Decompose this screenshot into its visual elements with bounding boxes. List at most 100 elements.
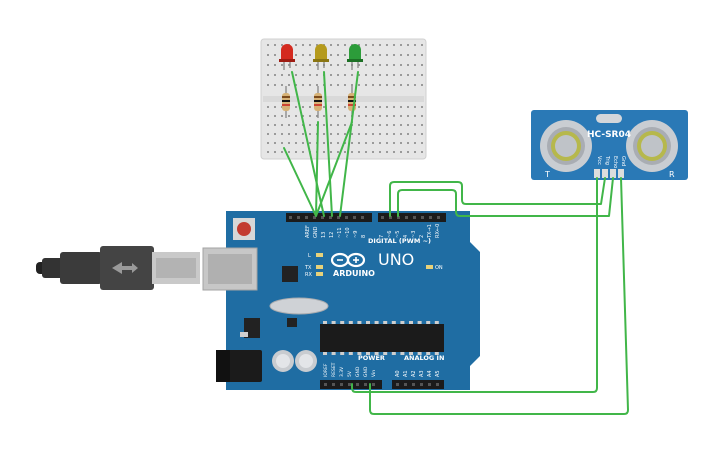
hole [357,352,362,355]
hole [400,54,402,56]
usb-chip [282,266,298,282]
hole [344,115,346,117]
hole [309,54,311,56]
hole [281,124,283,126]
hole [386,124,388,126]
hole [379,64,381,66]
hole [309,74,311,76]
arduino-uno-board[interactable]: AREF GND 13 12 ~11 ~10 ~9 8 7 ~6 ~5 4 ~3… [202,211,480,390]
pin-label-3v3: 3.3V [339,366,345,377]
hole [393,124,395,126]
hole [421,64,423,66]
hole [288,84,290,86]
pin-label-gnd-2: GND [363,366,369,377]
hole [274,133,276,135]
hc-sr04-sensor[interactable]: HC-SR04 T R Vcc Trig Echo Gnd [531,110,688,180]
hole [337,64,339,66]
hole [295,64,297,66]
led-red[interactable] [279,44,295,70]
reset-button[interactable] [233,218,255,240]
hole [323,115,325,117]
hole [281,74,283,76]
hole [365,106,367,108]
hole [421,84,423,86]
wire-vcc-5v[interactable] [351,177,598,393]
hole [420,383,423,386]
led-label-rx: RX [305,272,312,278]
hole [407,151,409,153]
wire-echo[interactable] [397,177,614,217]
header-right [378,213,446,222]
hole [365,54,367,56]
wire-gnd-to-resistors[interactable] [283,121,353,217]
atmega-chip [320,324,444,352]
hole [379,54,381,56]
pin-label-5v: 5V [347,370,353,377]
hole [407,64,409,66]
usb-cable[interactable] [36,246,200,290]
wire-pin12-to-led-yellow[interactable] [323,71,333,217]
hole [330,64,332,66]
wire-pin13-to-led-red[interactable] [291,71,325,217]
hole [309,124,311,126]
hole [386,142,388,144]
hole [372,151,374,153]
hole [289,216,292,219]
sensor-pin-vcc: Vcc [596,156,602,165]
hole [372,133,374,135]
hole [428,383,431,386]
wire-pin11-to-led-green[interactable] [339,71,359,217]
hole [400,321,405,324]
hole [391,321,396,324]
hole [323,142,325,144]
resistor-1[interactable] [282,86,290,118]
led-green[interactable] [347,44,363,70]
hole [330,84,332,86]
hole [393,44,395,46]
hole [337,115,339,117]
hole [400,352,405,355]
pin-label-vin: Vin [371,370,377,377]
hole [337,124,339,126]
hole [281,115,283,117]
hole [407,106,409,108]
pin-label-12: 12 [329,232,335,238]
hole [313,216,316,219]
hole [324,383,327,386]
hole [267,142,269,144]
hole [400,124,402,126]
hole [372,84,374,86]
hole [323,151,325,153]
hole [295,142,297,144]
analog-header-title: ANALOG IN [404,354,444,362]
hole [337,106,339,108]
hole [386,74,388,76]
pin-label-reset: RESET [331,362,337,377]
hole [372,106,374,108]
pin-label-9: ~9 [353,231,359,238]
hole [305,216,308,219]
wire-gnd-sensor[interactable] [369,177,629,415]
hole [330,106,332,108]
hole [379,115,381,117]
hole [414,64,416,66]
hole [412,383,415,386]
wire-trig[interactable] [389,177,606,217]
hole [330,124,332,126]
hole [345,216,348,219]
hole [414,74,416,76]
hole [267,74,269,76]
hole [379,44,381,46]
hole [421,133,423,135]
hole [302,64,304,66]
hole [295,151,297,153]
hole [323,321,327,324]
led-yellow[interactable] [313,44,329,70]
resistor-2[interactable] [314,86,322,118]
hole [323,133,325,135]
hole [344,151,346,153]
hole [421,106,423,108]
hole [383,321,388,324]
hole [295,133,297,135]
